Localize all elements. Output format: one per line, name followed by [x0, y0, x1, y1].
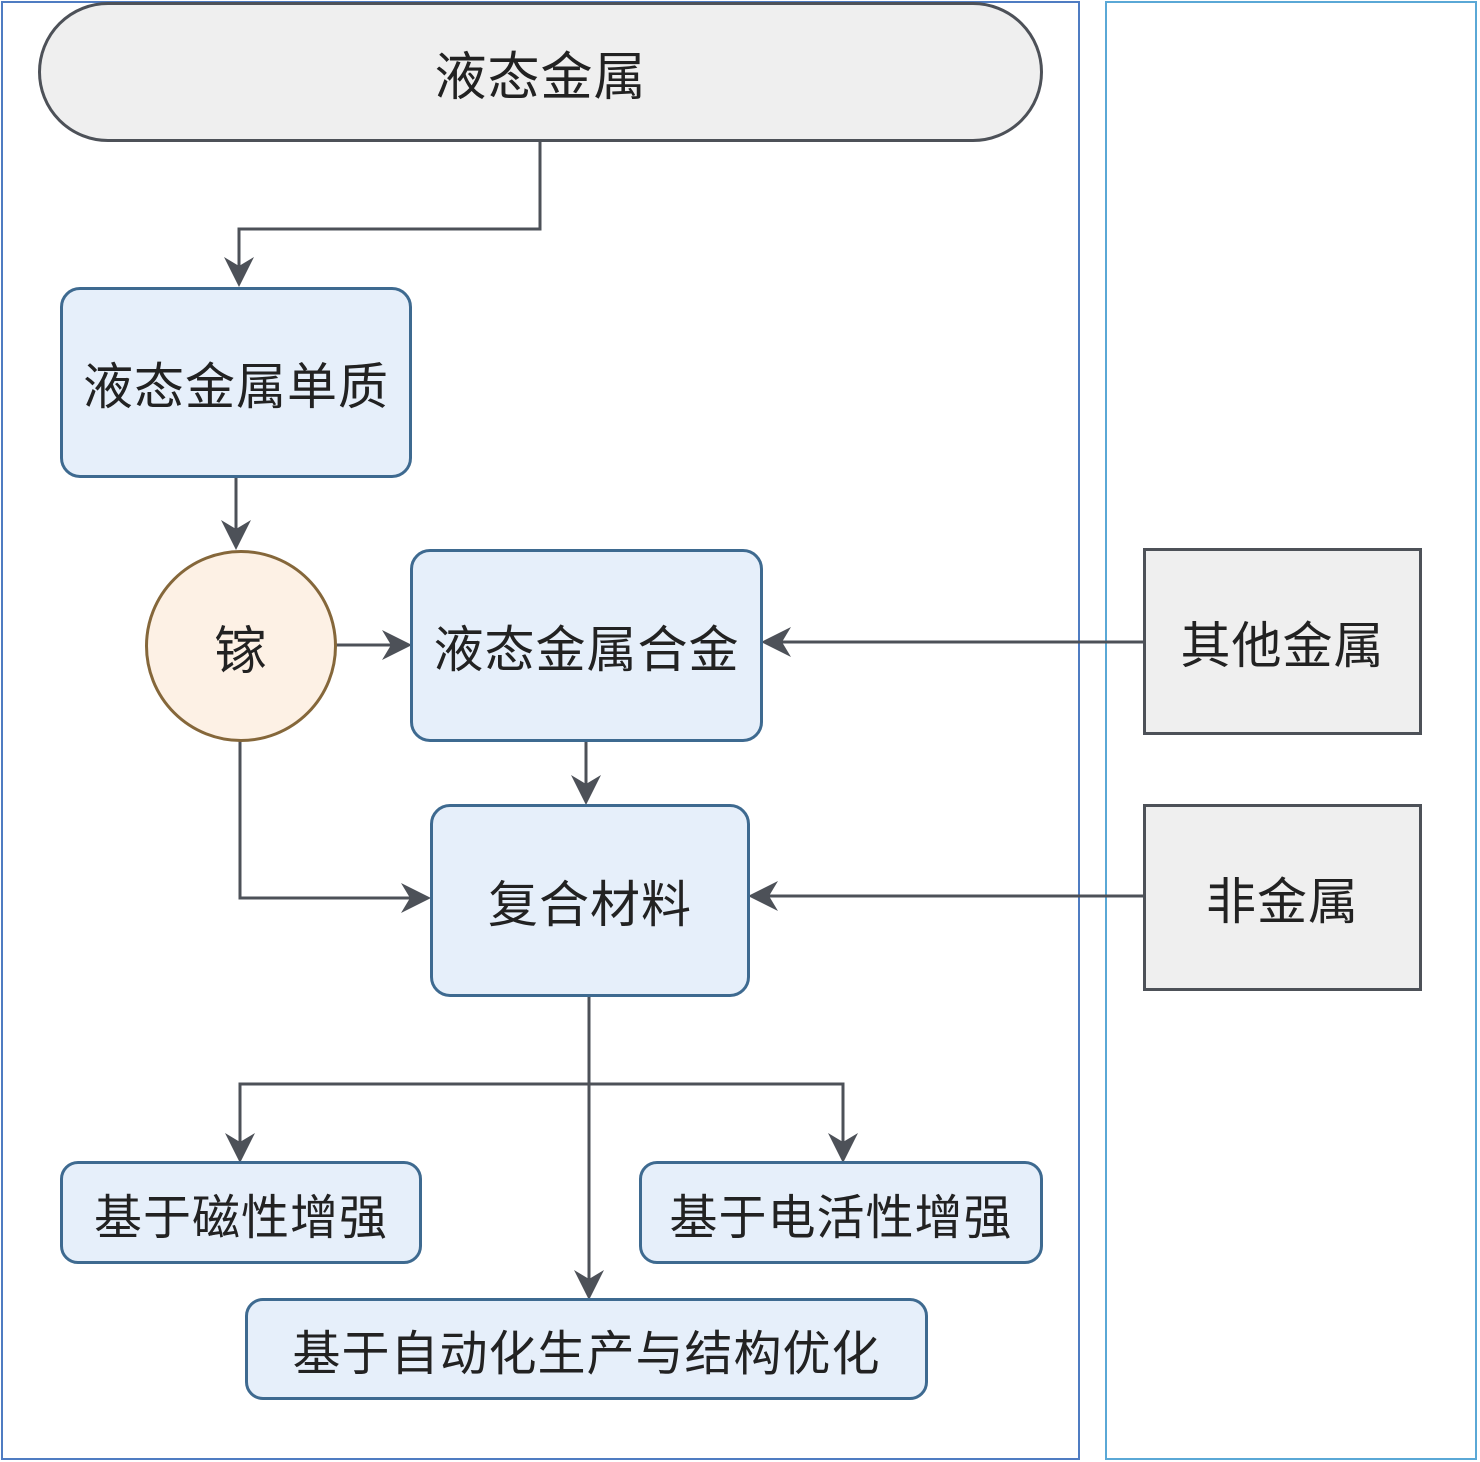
node-electroactive-enhancement[interactable]: 基于电活性增强	[639, 1161, 1043, 1264]
node-liquid-metal-elemental[interactable]: 液态金属单质	[60, 287, 412, 478]
node-composite-material[interactable]: 复合材料	[430, 804, 750, 997]
node-liquid-metal[interactable]: 液态金属	[38, 2, 1043, 142]
node-label: 基于自动化生产与结构优化	[292, 1326, 881, 1382]
node-label: 镓	[214, 621, 268, 682]
node-magnetic-enhancement[interactable]: 基于磁性增强	[60, 1161, 422, 1264]
node-label: 基于磁性增强	[93, 1189, 388, 1246]
node-non-metals[interactable]: 非金属	[1143, 804, 1422, 991]
node-gallium[interactable]: 镓	[145, 550, 337, 742]
node-label: 其他金属	[1180, 616, 1385, 675]
node-label: 非金属	[1206, 872, 1359, 931]
node-label: 液态金属合金	[433, 620, 740, 679]
node-automation-structure-optimization[interactable]: 基于自动化生产与结构优化	[245, 1298, 928, 1400]
node-label: 基于电活性增强	[669, 1189, 1013, 1246]
node-label: 复合材料	[488, 875, 692, 934]
node-other-metals[interactable]: 其他金属	[1143, 548, 1422, 735]
node-label: 液态金属	[434, 47, 647, 108]
swimlane-external	[1105, 1, 1477, 1460]
node-label: 液态金属单质	[83, 357, 389, 416]
node-liquid-metal-alloy[interactable]: 液态金属合金	[410, 549, 763, 742]
